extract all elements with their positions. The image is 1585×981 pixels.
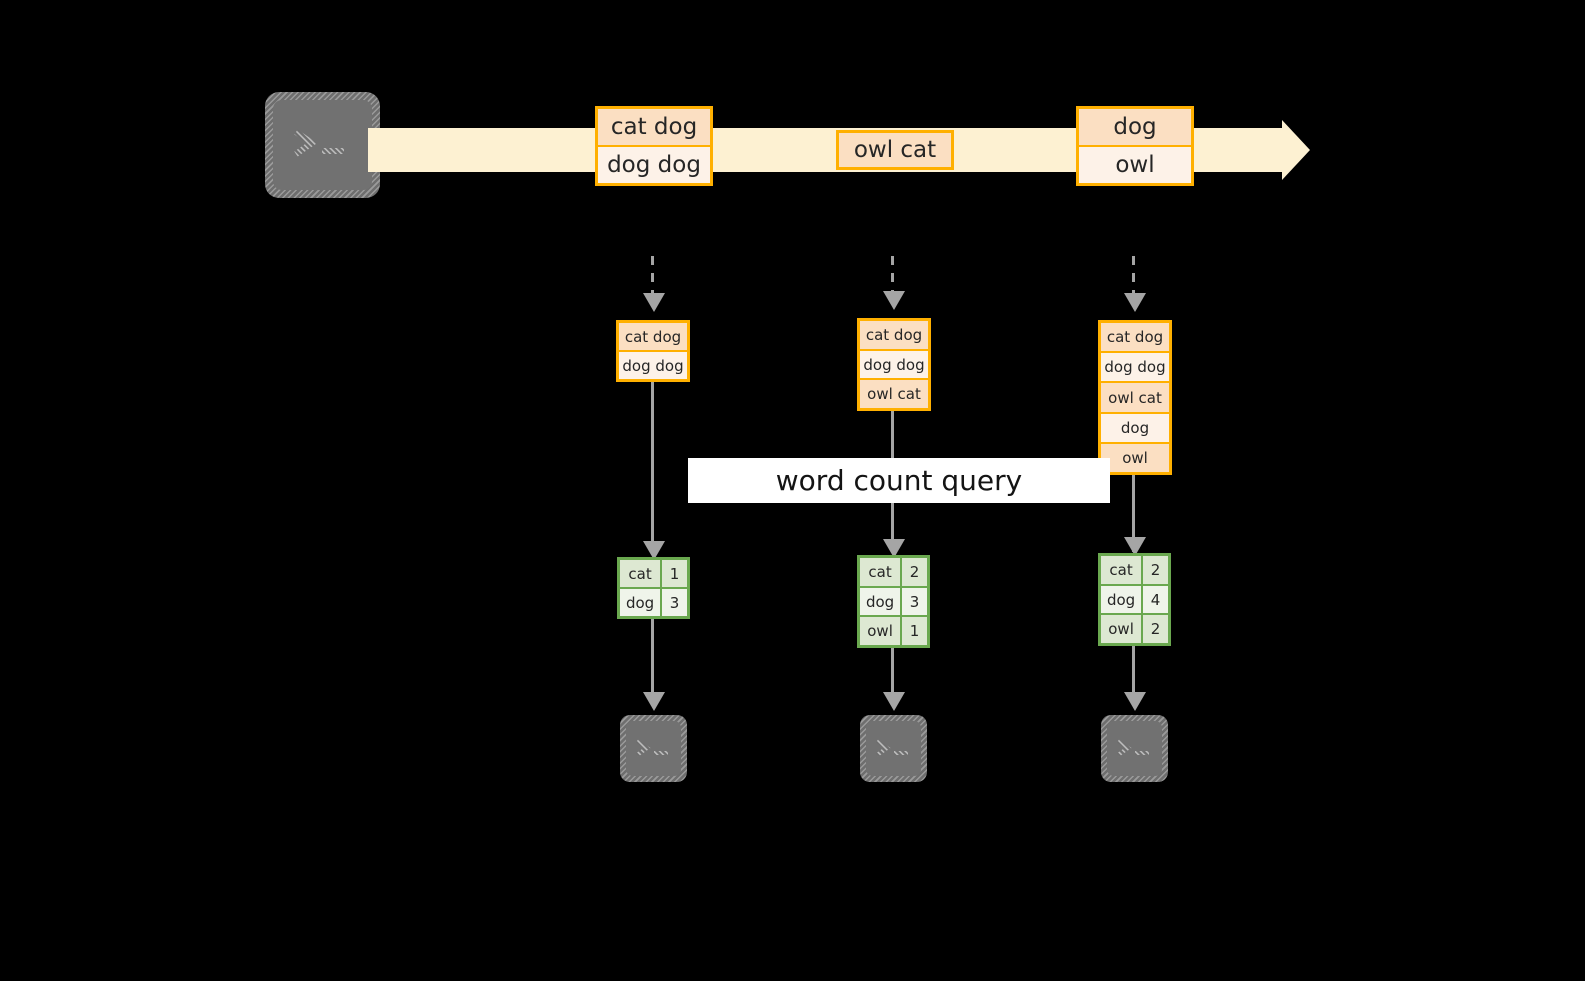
- snapshot-input-line: cat dog: [619, 323, 687, 350]
- snapshot-tap-connector-2: [891, 256, 894, 294]
- result-word: cat: [860, 558, 903, 586]
- sink-connector-arrowhead-3: [1124, 692, 1146, 711]
- result-row: dog 4: [1101, 583, 1168, 614]
- source-terminal-icon: [265, 92, 380, 198]
- sink-connector-arrowhead-1: [643, 692, 665, 711]
- terminal-prompt-glyph: [265, 92, 380, 198]
- stream-arrowhead: [1282, 120, 1310, 180]
- result-count: 2: [1150, 620, 1161, 639]
- query-connector-3: [1132, 475, 1135, 552]
- result-word: cat: [620, 560, 663, 587]
- result-count: 1: [669, 564, 680, 583]
- result-count: 1: [909, 622, 920, 641]
- result-row: dog 3: [620, 587, 687, 616]
- terminal-prompt-glyph: [1101, 715, 1168, 782]
- stream-record-line: dog: [1079, 109, 1191, 145]
- sink-connector-arrowhead-2: [883, 692, 905, 711]
- sink-connector-2: [891, 648, 894, 697]
- sink-terminal-icon-3: [1101, 715, 1168, 782]
- result-row: cat 2: [1101, 556, 1168, 584]
- result-row: cat 2: [860, 558, 927, 586]
- query-connector-arrowhead-3: [1124, 537, 1146, 556]
- result-count: 4: [1150, 590, 1161, 609]
- query-connector-arrowhead-1: [643, 541, 665, 560]
- snapshot-input-line: dog dog: [860, 348, 928, 379]
- snapshot-input-line: cat dog: [1101, 323, 1169, 352]
- stream-record-group-1: cat dog dog dog: [595, 106, 713, 186]
- snapshot-result-3: cat 2 dog 4 owl 2: [1098, 553, 1171, 646]
- result-word: dog: [1101, 585, 1144, 614]
- stream-record-group-3: dog owl: [1076, 106, 1194, 186]
- snapshot-input-2: cat dog dog dog owl cat: [857, 318, 931, 411]
- query-connector-1: [651, 382, 654, 554]
- result-word: dog: [620, 589, 663, 616]
- sink-connector-1: [651, 619, 654, 697]
- result-count: 2: [1150, 560, 1161, 579]
- terminal-face: [626, 721, 681, 776]
- stream-record-line: cat dog: [598, 109, 710, 145]
- snapshot-input-3: cat dog dog dog owl cat dog owl: [1098, 320, 1172, 475]
- sink-terminal-icon-1: [620, 715, 687, 782]
- terminal-prompt-glyph: [860, 715, 927, 782]
- result-count: 3: [909, 592, 920, 611]
- result-word: owl: [1101, 615, 1144, 644]
- snapshot-input-line: owl cat: [1101, 381, 1169, 412]
- result-word: cat: [1101, 556, 1144, 584]
- snapshot-input-line: dog dog: [1101, 351, 1169, 382]
- snapshot-input-1: cat dog dog dog: [616, 320, 690, 382]
- result-count: 3: [669, 593, 680, 612]
- snapshot-result-2: cat 2 dog 3 owl 1: [857, 555, 930, 648]
- result-count: 2: [909, 562, 920, 581]
- result-word: owl: [860, 617, 903, 646]
- terminal-face: [866, 721, 921, 776]
- stream-record-group-2: owl cat: [836, 130, 954, 170]
- terminal-face: [273, 100, 372, 190]
- sink-connector-3: [1132, 646, 1135, 697]
- snapshot-input-line: owl: [1101, 441, 1169, 473]
- sink-terminal-icon-2: [860, 715, 927, 782]
- snapshot-tap-arrowhead-3: [1124, 293, 1146, 312]
- snapshot-input-line: owl cat: [860, 378, 928, 409]
- snapshot-tap-connector-1: [651, 256, 654, 296]
- result-row: owl 2: [1101, 613, 1168, 644]
- stream-record-line: owl cat: [839, 133, 951, 167]
- result-word: dog: [860, 587, 903, 616]
- query-connector-arrowhead-2: [883, 539, 905, 558]
- result-row: dog 3: [860, 585, 927, 616]
- snapshot-input-line: dog dog: [619, 350, 687, 379]
- terminal-face: [1107, 721, 1162, 776]
- result-row: cat 1: [620, 560, 687, 587]
- result-row: owl 1: [860, 615, 927, 646]
- snapshot-input-line: cat dog: [860, 321, 928, 349]
- snapshot-tap-arrowhead-1: [643, 293, 665, 312]
- snapshot-input-line: dog: [1101, 411, 1169, 442]
- snapshot-tap-connector-3: [1132, 256, 1135, 296]
- snapshot-result-1: cat 1 dog 3: [617, 557, 690, 619]
- terminal-prompt-glyph: [620, 715, 687, 782]
- query-label: word count query: [688, 458, 1110, 503]
- snapshot-tap-arrowhead-2: [883, 291, 905, 310]
- stream-record-line: dog dog: [598, 145, 710, 183]
- stream-record-line: owl: [1079, 145, 1191, 183]
